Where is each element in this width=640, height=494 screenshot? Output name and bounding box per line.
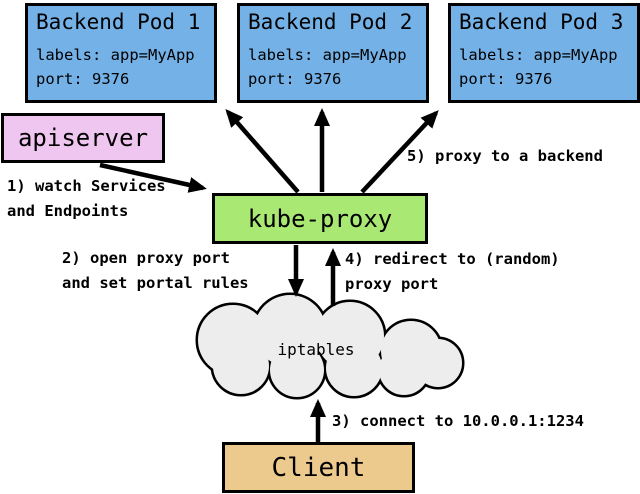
backend-pod-3-box: Backend Pod 3 labels: app=MyApp port: 93… bbox=[448, 3, 640, 103]
annotation-step4-line2: proxy port bbox=[345, 275, 439, 293]
backend-pod-3-title: Backend Pod 3 bbox=[459, 10, 624, 34]
annotation-step3: 3) connect to 10.0.0.1:1234 bbox=[332, 412, 584, 430]
backend-pod-1-port: port: 9376 bbox=[36, 70, 130, 88]
backend-pod-3-labels: labels: app=MyApp bbox=[459, 46, 618, 64]
backend-pod-1-title: Backend Pod 1 bbox=[36, 10, 201, 34]
apiserver-box: apiserver bbox=[1, 113, 165, 163]
annotation-step4-line1: 4) redirect to (random) bbox=[345, 250, 560, 268]
backend-pod-2-box: Backend Pod 2 labels: app=MyApp port: 93… bbox=[237, 3, 429, 103]
iptables-label: iptables bbox=[277, 340, 355, 359]
kube-proxy-label: kube-proxy bbox=[247, 204, 393, 233]
annotation-step4: 4) redirect to (random) proxy port bbox=[345, 247, 560, 297]
annotation-step5: 5) proxy to a backend bbox=[407, 147, 603, 165]
backend-pod-2-title: Backend Pod 2 bbox=[248, 10, 413, 34]
arrow-step1-apiserver-to-kubeproxy bbox=[99, 162, 207, 193]
iptables-cloud bbox=[195, 292, 465, 400]
apiserver-label: apiserver bbox=[17, 124, 149, 152]
client-box: Client bbox=[222, 442, 415, 493]
annotation-step2-line1: 2) open proxy port bbox=[62, 249, 230, 267]
annotation-step2-line2: and set portal rules bbox=[62, 274, 249, 292]
backend-pod-1-box: Backend Pod 1 labels: app=MyApp port: 93… bbox=[25, 3, 217, 103]
backend-pod-2-labels: labels: app=MyApp bbox=[248, 46, 407, 64]
backend-pod-1-labels: labels: app=MyApp bbox=[36, 46, 195, 64]
client-label: Client bbox=[271, 452, 366, 483]
backend-pod-3-port: port: 9376 bbox=[459, 70, 553, 88]
annotation-step2: 2) open proxy port and set portal rules bbox=[62, 246, 249, 296]
annotation-step1: 1) watch Services and Endpoints bbox=[7, 174, 166, 224]
kube-proxy-box: kube-proxy bbox=[212, 193, 428, 244]
annotation-step1-line1: 1) watch Services bbox=[7, 177, 166, 195]
annotation-step1-line2: and Endpoints bbox=[7, 202, 129, 220]
arrow-step5-kubeproxy-to-pod3 bbox=[360, 110, 439, 194]
backend-pod-2-port: port: 9376 bbox=[248, 70, 342, 88]
arrow-step5-kubeproxy-to-pod1 bbox=[225, 108, 300, 194]
